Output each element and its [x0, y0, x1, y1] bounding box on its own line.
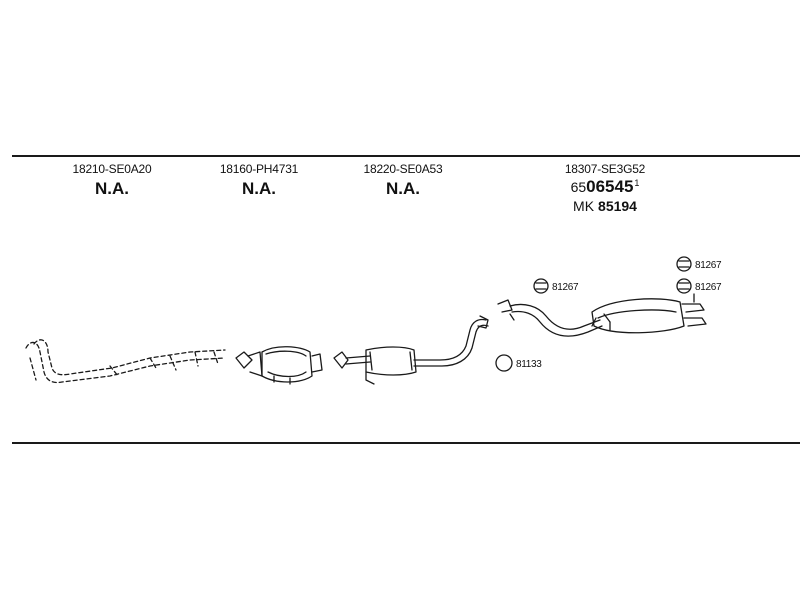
part-number: 18210-SE0A20 [72, 162, 152, 176]
section-catalytic-converter: 18160-PH4731 N.A. [209, 162, 309, 199]
gasket-ring-icon [495, 354, 513, 372]
hanger-mid-callout: 81267 [552, 282, 579, 293]
part-number: 18220-SE0A53 [363, 162, 443, 176]
mk-label: MK [573, 198, 595, 214]
center-silencer-drawing [333, 315, 489, 385]
availability-status: N.A. [95, 179, 129, 198]
hanger-bottom-callout: 81267 [695, 282, 722, 293]
hanger-bottom-icon [676, 278, 692, 294]
reference-prefix: 65 [570, 179, 587, 195]
catalytic-converter-drawing [235, 346, 323, 385]
front-pipe-drawing [25, 339, 226, 384]
hanger-mid-icon [533, 278, 549, 294]
bottom-rule [12, 442, 800, 444]
reference-superscript: 1 [634, 178, 640, 188]
section-center-silencer: 18220-SE0A53 N.A. [353, 162, 453, 199]
availability-status: N.A. [386, 179, 420, 198]
part-number: 18160-PH4731 [219, 162, 299, 176]
mk-number: 85194 [598, 198, 637, 214]
top-rule [12, 155, 800, 157]
reference-main: 06545 [586, 177, 634, 196]
reference-number: 65065451 [545, 177, 665, 197]
hanger-top-icon [676, 256, 692, 272]
availability-status: N.A. [242, 179, 276, 198]
rear-silencer-drawing [497, 293, 707, 337]
section-front-pipe: 18210-SE0A20 N.A. [62, 162, 162, 199]
gasket-callout: 81133 [516, 359, 542, 370]
part-number: 18307-SE3G52 [564, 162, 646, 176]
hanger-top-callout: 81267 [695, 260, 722, 271]
